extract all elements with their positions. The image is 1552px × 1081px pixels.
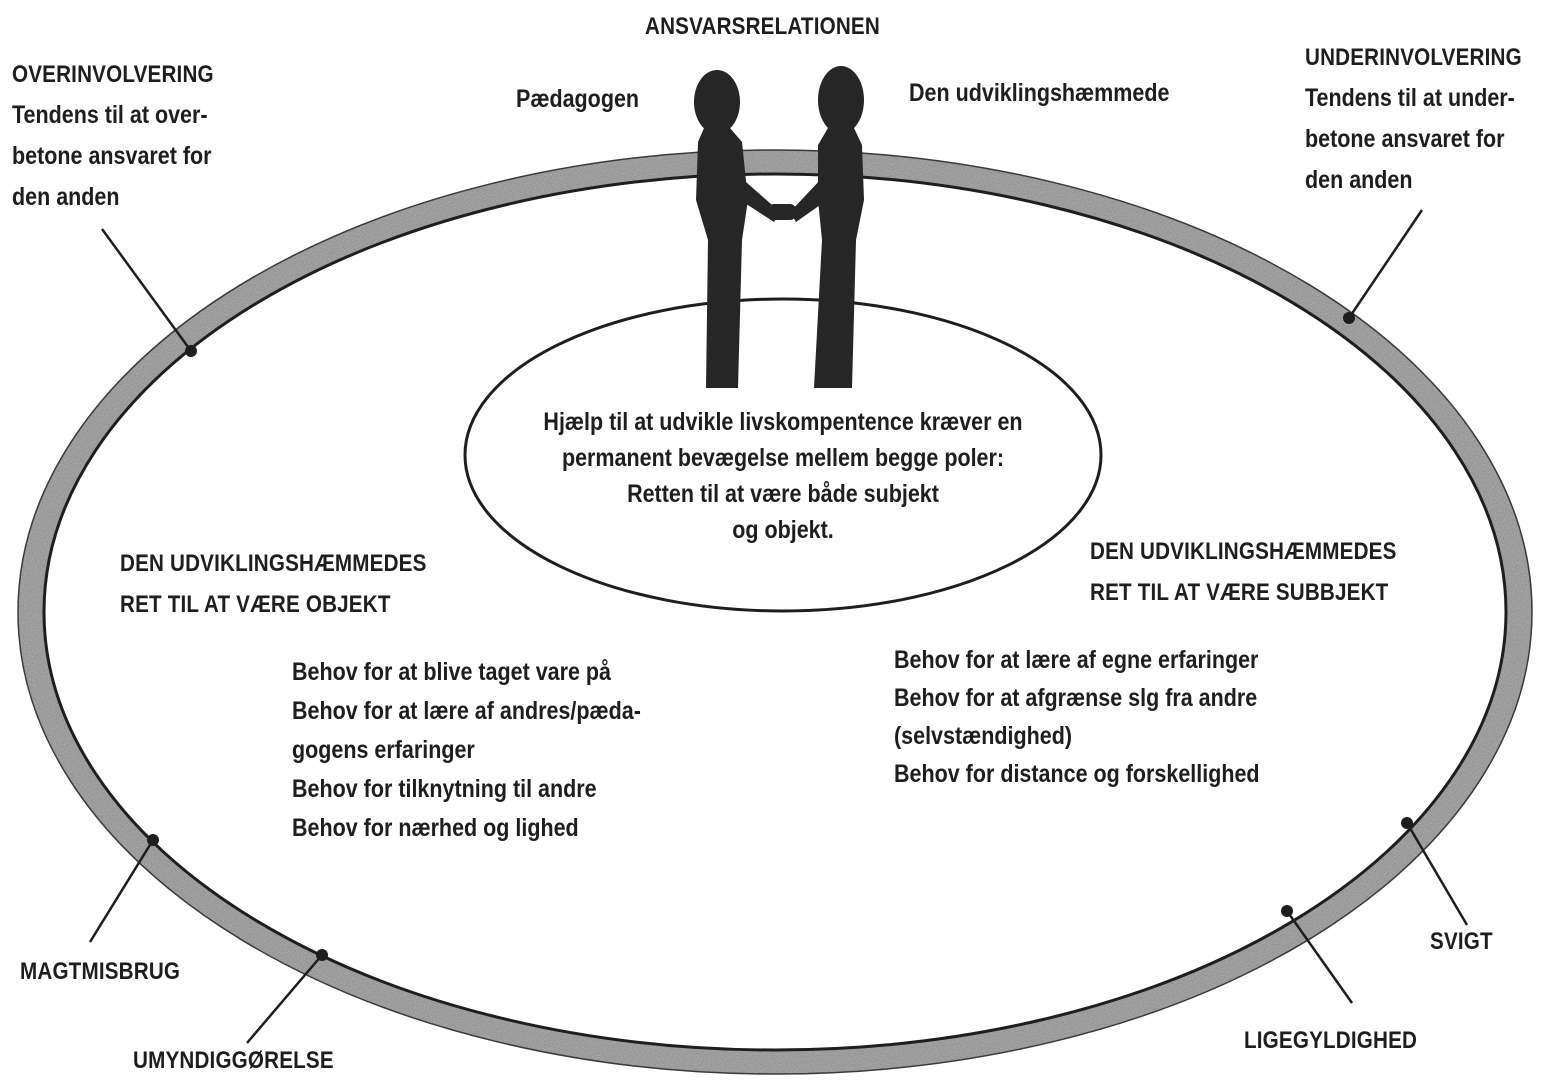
need-item: (selvstændighed) bbox=[894, 717, 1260, 755]
need-item: Behov for at blive taget vare på bbox=[292, 653, 641, 692]
diagram-title: ANSVARSRELATIONEN bbox=[645, 6, 880, 47]
left-pole-needs: Behov for at blive taget vare på Behov f… bbox=[292, 653, 641, 848]
overinvolvering-line: Tendens til at over- bbox=[12, 95, 214, 136]
underinvolvering-block: UNDERINVOLVERING Tendens til at under- b… bbox=[1305, 37, 1522, 201]
leader-overinvolvering bbox=[102, 229, 197, 357]
svigt-label: SVIGT bbox=[1430, 921, 1493, 962]
need-item: gogens erfaringer bbox=[292, 731, 641, 770]
overinvolvering-heading: OVERINVOLVERING bbox=[12, 54, 214, 95]
underinvolvering-line: Tendens til at under- bbox=[1305, 78, 1522, 119]
need-item: Behov for at lære af egne erfaringer bbox=[894, 641, 1260, 679]
right-pole-needs: Behov for at lære af egne erfaringer Beh… bbox=[894, 641, 1260, 793]
center-line: Hjælp til at udvikle livskompentence kræ… bbox=[482, 404, 1084, 440]
paedagog-label: Pædagogen bbox=[516, 79, 639, 120]
center-line: Retten til at være både subjekt bbox=[482, 476, 1084, 512]
overinvolvering-block: OVERINVOLVERING Tendens til at over- bet… bbox=[12, 54, 214, 218]
right-pole-heading: DEN UDVIKLINGSHÆMMEDES RET TIL AT VÆRE S… bbox=[1090, 531, 1397, 613]
left-pole-heading-line: RET TIL AT VÆRE OBJEKT bbox=[120, 584, 427, 625]
need-item: Behov for distance og forskellighed bbox=[894, 755, 1260, 793]
leader-underinvolvering bbox=[1343, 210, 1422, 324]
magtmisbrug-label: MAGTMISBRUG bbox=[20, 951, 180, 992]
umyndiggoerelse-label: UMYNDIGGØRELSE bbox=[133, 1040, 334, 1081]
center-statement: Hjælp til at udvikle livskompentence kræ… bbox=[482, 404, 1084, 548]
need-item: Behov for nærhed og lighed bbox=[292, 809, 641, 848]
udviklingshaemmede-label: Den udviklingshæmmede bbox=[909, 73, 1169, 114]
underinvolvering-line: betone ansvaret for bbox=[1305, 119, 1522, 160]
underinvolvering-line: den anden bbox=[1305, 160, 1522, 201]
overinvolvering-line: den anden bbox=[12, 177, 214, 218]
ligegyldighed-label: LIGEGYLDIGHED bbox=[1244, 1020, 1417, 1061]
left-pole-heading-line: DEN UDVIKLINGSHÆMMEDES bbox=[120, 543, 427, 584]
right-pole-heading-line: RET TIL AT VÆRE SUBBJEKT bbox=[1090, 572, 1397, 613]
handshake-icon bbox=[768, 204, 796, 220]
center-line: og objekt. bbox=[482, 512, 1084, 548]
center-line: permanent bevægelse mellem begge poler: bbox=[482, 440, 1084, 476]
right-pole-heading-line: DEN UDVIKLINGSHÆMMEDES bbox=[1090, 531, 1397, 572]
need-item: Behov for tilknytning til andre bbox=[292, 770, 641, 809]
left-pole-heading: DEN UDVIKLINGSHÆMMEDES RET TIL AT VÆRE O… bbox=[120, 543, 427, 625]
underinvolvering-heading: UNDERINVOLVERING bbox=[1305, 37, 1522, 78]
need-item: Behov for at lære af andres/pæda- bbox=[292, 692, 641, 731]
overinvolvering-line: betone ansvaret for bbox=[12, 136, 214, 177]
need-item: Behov for at afgrænse slg fra andre bbox=[894, 679, 1260, 717]
